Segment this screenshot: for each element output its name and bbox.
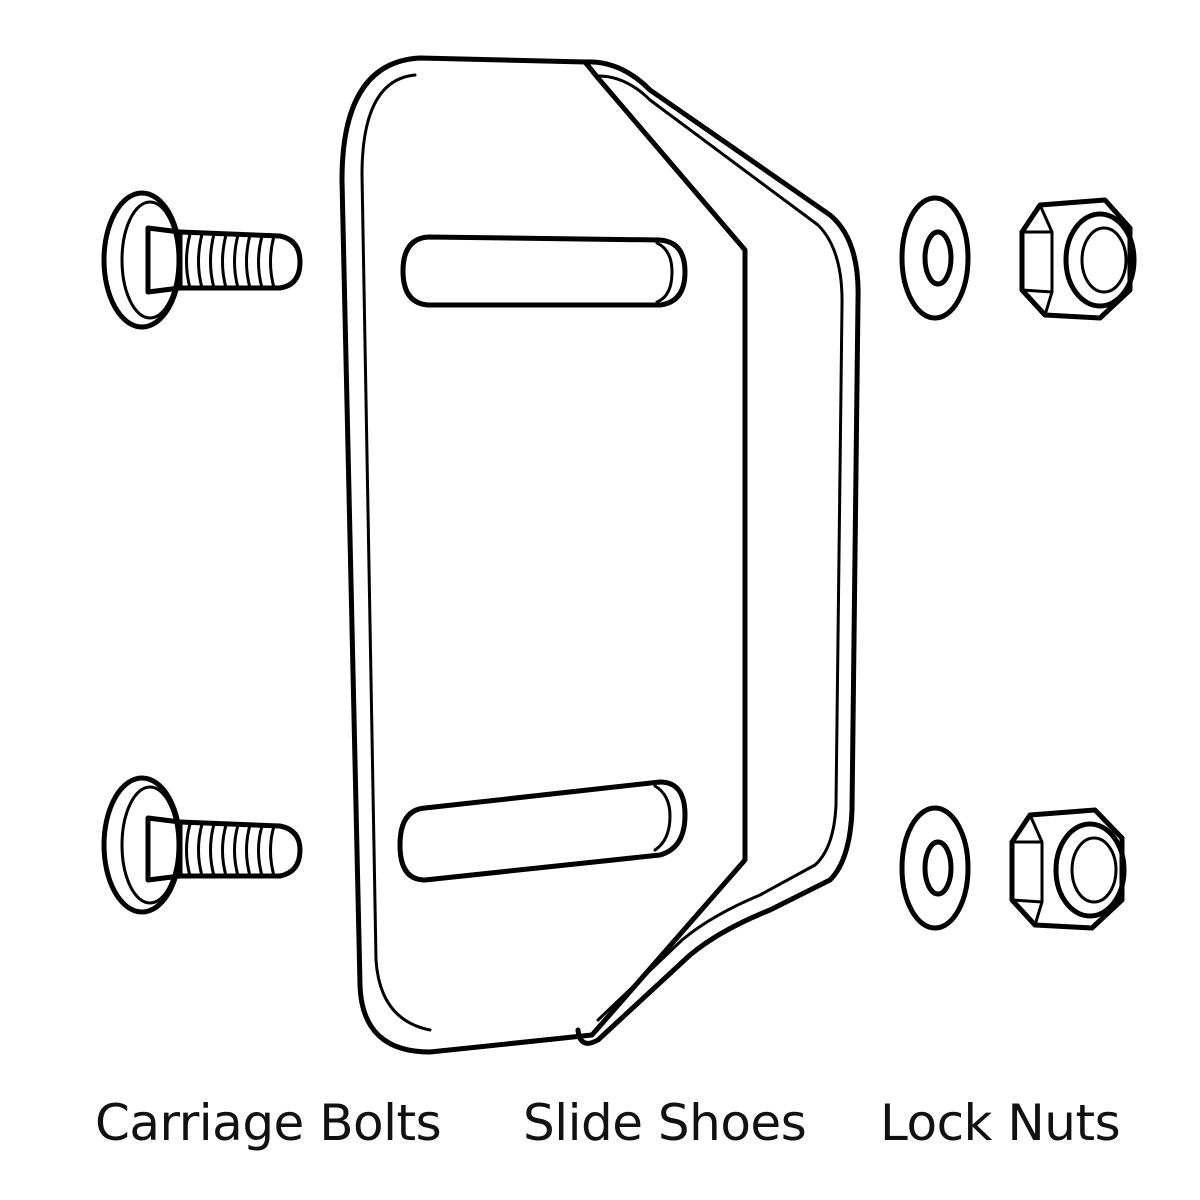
slide-shoe-upper-slot — [400, 234, 688, 308]
carriage-bolt-head — [101, 190, 183, 330]
lock-nut-nylon-ring — [1053, 821, 1127, 919]
washer-top — [899, 195, 971, 321]
carriage-bolt-thread — [177, 229, 303, 291]
carriage-bolt-head — [101, 775, 183, 915]
lock-nut-nylon-ring — [1063, 211, 1137, 309]
slide-shoe-lower-slot — [397, 779, 688, 883]
slide-shoe-plate-edge — [360, 73, 432, 1032]
slide-shoe-flange — [575, 59, 861, 1046]
carriage-bolt-top — [101, 190, 303, 330]
lock-nut-bottom — [1009, 807, 1127, 931]
carriage-bolt-bottom — [101, 775, 303, 915]
lock-nuts-label: Lock Nuts — [880, 1094, 1121, 1152]
slide-shoe-flange-inner — [594, 74, 844, 1022]
carriage-bolt-thread — [177, 819, 303, 879]
slide-shoes-label: Slide Shoes — [523, 1094, 807, 1152]
slide-shoe — [339, 55, 861, 1055]
washer-bottom — [899, 805, 971, 931]
slide-shoe-plate — [339, 55, 748, 1055]
carriage-bolts-label: Carriage Bolts — [95, 1094, 442, 1152]
lock-nut-top — [1019, 197, 1137, 321]
